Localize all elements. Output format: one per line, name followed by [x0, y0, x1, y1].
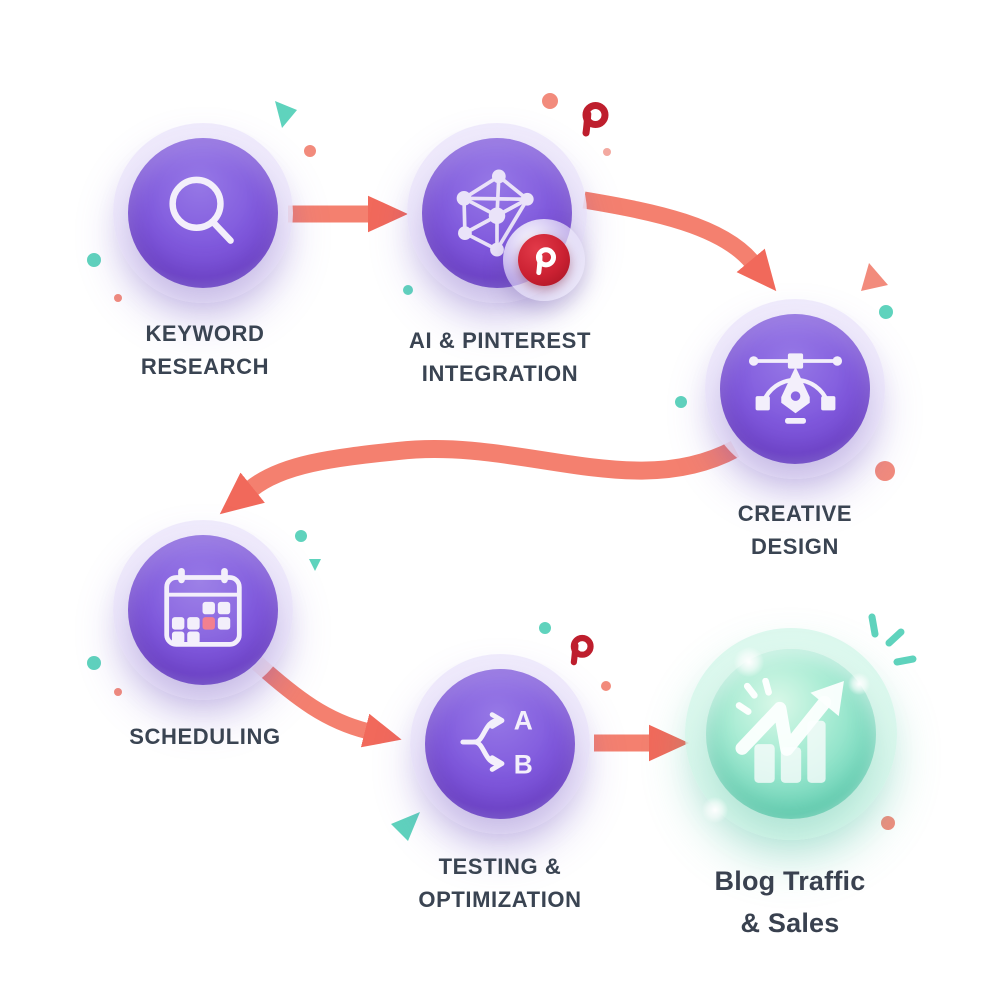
decor-teal-dot	[87, 656, 101, 670]
label-testing-optimization: TESTING & OPTIMIZATION	[418, 854, 582, 912]
pinterest-p-glyph	[535, 247, 557, 276]
node-circle	[128, 138, 278, 288]
variant-a-label: A	[514, 705, 533, 735]
pinterest-badge-circle	[518, 234, 570, 286]
node-testing-optimization: A B	[410, 654, 590, 834]
arrow-ai-to-creative	[582, 191, 777, 292]
decor-coral-dot	[542, 93, 558, 109]
decor-pink-dot	[603, 148, 611, 156]
arrow-scheduling-to-testing	[251, 657, 402, 748]
sparkle-glint	[734, 647, 764, 677]
label-creative-design: CREATIVE DESIGN	[737, 501, 853, 559]
growth-chart-icon	[735, 678, 844, 783]
decor-teal-dot	[879, 305, 893, 319]
sparkle-glint	[702, 797, 728, 823]
variant-b-label: B	[514, 749, 533, 779]
pinterest-logo-icon	[582, 102, 609, 137]
calendar-highlight-day	[202, 617, 215, 630]
decor-teal-triangle	[275, 101, 297, 128]
pinterest-logo-icon	[570, 634, 594, 666]
sparkle-dashes	[868, 613, 917, 666]
decor-coral-dot	[601, 681, 611, 691]
label-scheduling: SCHEDULING	[129, 724, 281, 749]
label-keyword-research: KEYWORD RESEARCH	[140, 321, 270, 379]
node-keyword-research	[113, 123, 293, 303]
decor-coral-triangle	[861, 263, 888, 291]
decor-teal-dot	[87, 253, 101, 267]
decor-coral-dot	[875, 461, 895, 481]
decor-coral-dot	[114, 688, 122, 696]
pinterest-badge-icon	[503, 219, 585, 301]
ai-network-icon	[456, 169, 534, 257]
decor-teal-triangle	[391, 812, 420, 841]
decor-coral-dot	[304, 145, 316, 157]
node-circle: A B	[425, 669, 575, 819]
decor-teal-dot	[539, 622, 551, 634]
search-icon	[169, 176, 234, 244]
calendar-icon	[164, 567, 242, 647]
label-ai-pinterest-integration: AI & PINTEREST INTEGRATION	[409, 328, 591, 386]
node-circle	[128, 535, 278, 685]
pen-tool-icon	[748, 352, 842, 424]
node-creative-design	[705, 299, 885, 479]
node-circle	[720, 314, 870, 464]
sparkle-glint	[848, 673, 870, 695]
decor-teal-dot	[675, 396, 687, 408]
decor-coral-dot	[881, 816, 895, 830]
arrow-creative-to-scheduling	[219, 440, 740, 515]
node-circle	[702, 647, 876, 823]
decor-teal-triangle-small	[309, 559, 321, 571]
node-scheduling	[113, 520, 293, 700]
ab-testing-icon: A B	[460, 705, 533, 779]
label-blog-traffic-sales: Blog Traffic & Sales	[714, 866, 866, 938]
decor-teal-dot	[295, 530, 307, 542]
node-blog-traffic-sales	[685, 628, 897, 840]
decor-teal-dot	[403, 285, 413, 295]
decor-coral-dot	[114, 294, 122, 302]
